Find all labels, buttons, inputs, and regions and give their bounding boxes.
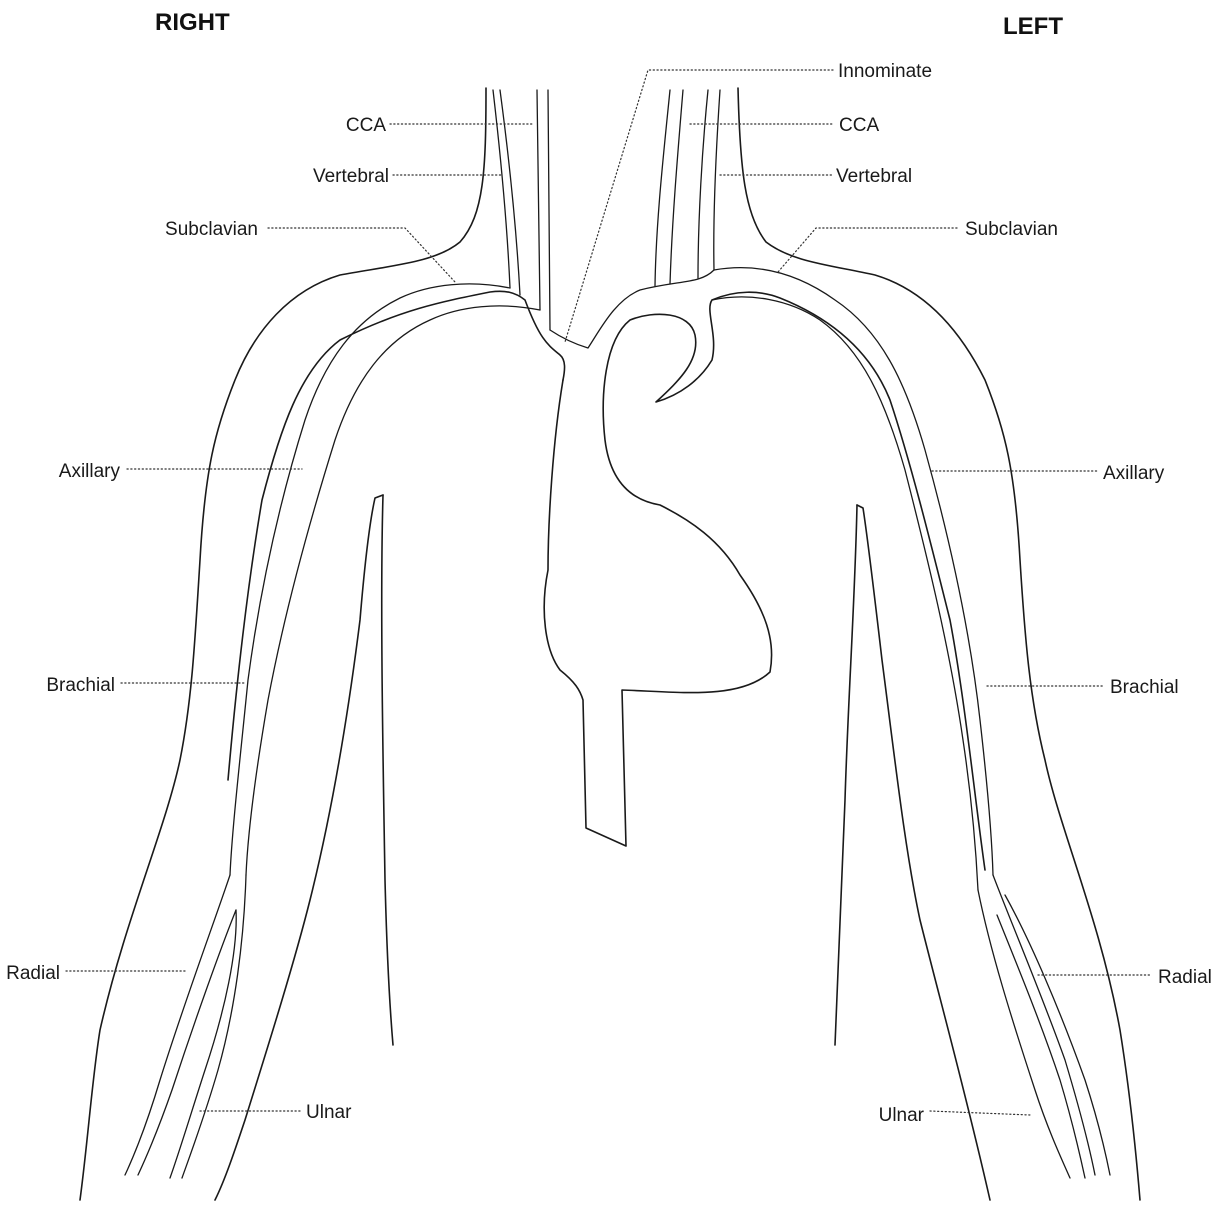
vessel-labels: Innominate CCA CCA Vertebral Vertebral S… bbox=[6, 61, 1212, 1126]
right-subclavian-label: Subclavian bbox=[165, 219, 258, 240]
heart-and-aorta bbox=[544, 292, 985, 870]
left-subclavian-outer bbox=[714, 268, 993, 875]
right-torso-side-contour bbox=[382, 495, 393, 1045]
left-subclavian-leader bbox=[778, 228, 957, 272]
aortic-arch-junction bbox=[550, 270, 714, 348]
left-radial-outer bbox=[993, 875, 1095, 1175]
left-radial-inner bbox=[997, 915, 1085, 1178]
right-vertebral-label: Vertebral bbox=[313, 166, 389, 187]
left-arm-inner-contour bbox=[857, 505, 990, 1200]
right-cca-outer bbox=[537, 90, 540, 310]
left-ulnar-inner bbox=[978, 890, 1070, 1178]
right-side-heading: RIGHT bbox=[155, 9, 230, 36]
body-outline bbox=[80, 88, 1140, 1200]
right-ulnar-label: Ulnar bbox=[306, 1102, 352, 1123]
right-arm-inner-contour bbox=[215, 495, 383, 1200]
left-body-contour bbox=[738, 88, 1140, 1200]
right-body-contour bbox=[80, 88, 486, 1200]
left-ulnar-label: Ulnar bbox=[879, 1105, 925, 1126]
left-axillary-label: Axillary bbox=[1103, 463, 1165, 484]
right-brachial-label: Brachial bbox=[46, 675, 115, 696]
left-cca-outer bbox=[655, 90, 670, 286]
innominate-trunk bbox=[228, 291, 565, 780]
left-torso-side-contour bbox=[835, 505, 857, 1045]
left-vertebral-artery-inner bbox=[714, 90, 720, 270]
neck-vessels bbox=[493, 90, 720, 348]
innominate-label: Innominate bbox=[838, 61, 932, 82]
right-subclavian-outer bbox=[230, 284, 510, 875]
left-arm-arteries bbox=[712, 268, 1110, 1178]
right-radial-outer bbox=[125, 875, 230, 1175]
left-ulnar-outer bbox=[1005, 895, 1110, 1175]
left-ulnar-leader bbox=[930, 1111, 1030, 1115]
left-side-heading: LEFT bbox=[1003, 13, 1063, 40]
right-axillary-label: Axillary bbox=[59, 461, 121, 482]
left-cca-inner bbox=[670, 90, 683, 284]
left-brachial-label: Brachial bbox=[1110, 677, 1179, 698]
right-cca-label: CCA bbox=[346, 115, 386, 136]
left-subclavian-label: Subclavian bbox=[965, 219, 1058, 240]
right-subclavian-leader bbox=[268, 228, 455, 282]
right-cca-inner bbox=[548, 90, 550, 330]
right-radial-label: Radial bbox=[6, 963, 60, 984]
right-radial-inner bbox=[138, 910, 236, 1175]
left-cca-label: CCA bbox=[839, 115, 879, 136]
right-arm-arteries bbox=[125, 284, 540, 1178]
left-vertebral-label: Vertebral bbox=[836, 166, 912, 187]
left-radial-label: Radial bbox=[1158, 967, 1212, 988]
left-vertebral-artery-outer bbox=[698, 90, 708, 278]
right-vertebral-artery-outer bbox=[493, 90, 510, 288]
right-subclavian-inner bbox=[246, 306, 540, 875]
